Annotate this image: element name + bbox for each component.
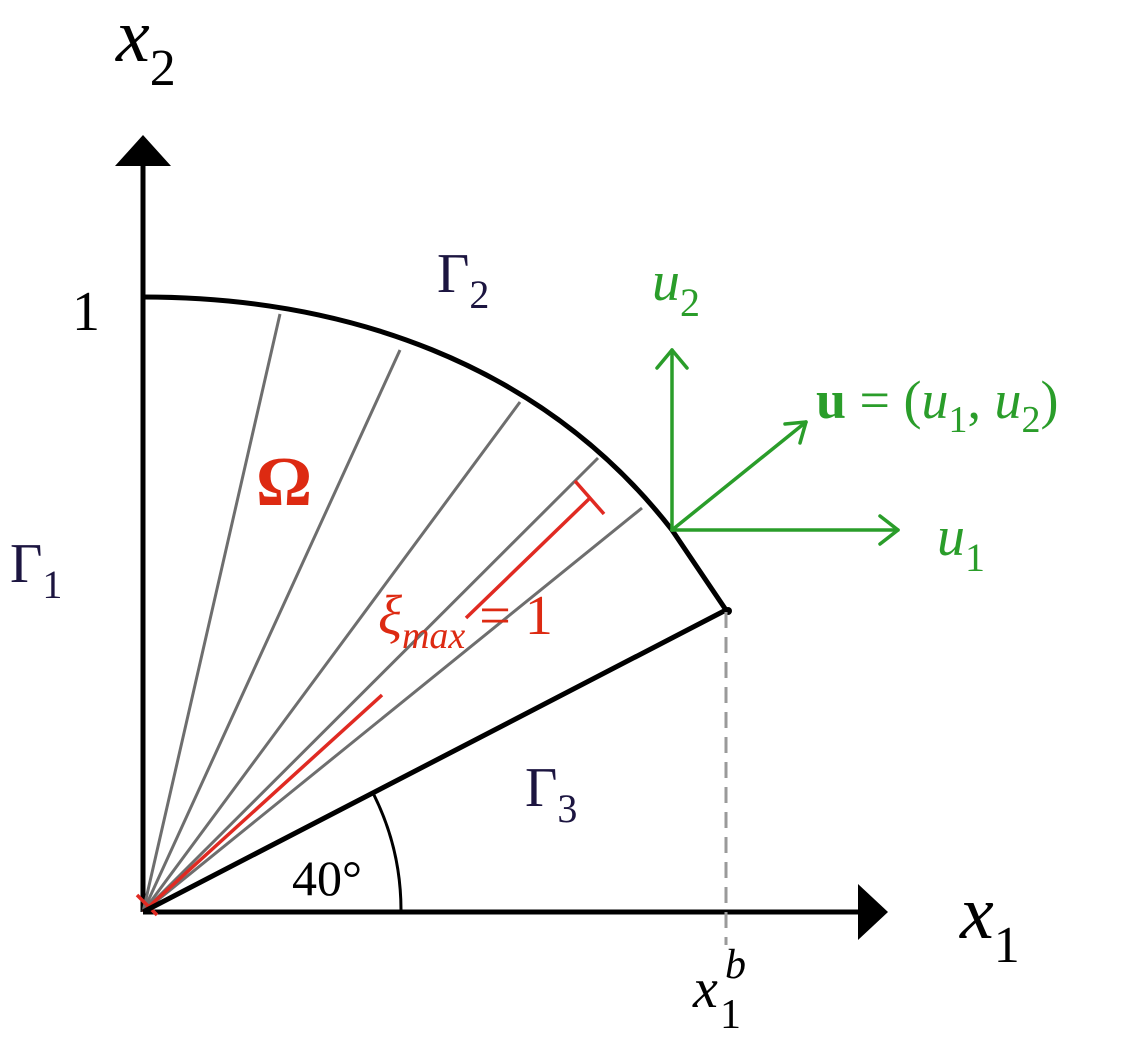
displacement-vectors [655, 348, 900, 546]
angle-arc [372, 794, 403, 913]
sector-boundary [141, 294, 729, 915]
x2-axis-label: x2 [115, 0, 176, 97]
radial-line [141, 349, 402, 913]
eq-u2-subscript: 2 [1021, 399, 1040, 441]
x1-axis-label: x1 [959, 871, 1020, 974]
radial-line [141, 401, 522, 913]
eq-close-paren: ) [1040, 370, 1058, 430]
eq-rest: = ( [846, 370, 921, 430]
radial-lines [141, 313, 643, 914]
x2-tick-label: 1 [72, 281, 100, 343]
eq-u1-subscript: 1 [948, 399, 967, 441]
x1b-label: x [692, 958, 718, 1020]
gamma2-symbol: Γ [437, 243, 469, 305]
x2-subscript: 2 [150, 40, 176, 97]
angle-label: 40° [292, 850, 362, 906]
eq-u2-symbol: u [994, 370, 1021, 430]
gamma3-subscript: 3 [557, 786, 577, 831]
gamma3-label: Γ3 [525, 757, 577, 831]
xi-symbol: ξ [378, 585, 402, 647]
u-vector-arrowhead [783, 420, 808, 445]
eq-comma: , [967, 370, 994, 430]
x1b-subscript: 1 [720, 992, 741, 1038]
u-bold: u [816, 370, 846, 430]
u-vector-arrow [670, 420, 808, 532]
x2-symbol: x [115, 0, 150, 78]
xi-subscript: max [402, 615, 465, 657]
x1-subscript: 1 [994, 917, 1020, 974]
radial-line [141, 313, 282, 913]
u1-label: u1 [937, 506, 985, 580]
x1-symbol: x [959, 871, 994, 955]
gamma1-label: Γ1 [10, 533, 62, 607]
gamma1-symbol: Γ [10, 533, 42, 595]
gamma2-label: Γ2 [437, 243, 489, 317]
u1-label-subscript: 1 [965, 535, 985, 580]
x1b-symbol: x [692, 958, 718, 1020]
radial-line [141, 456, 600, 914]
xi-max-line [135, 479, 606, 917]
u2-arrowhead [655, 348, 689, 370]
u2-label-subscript: 2 [680, 280, 700, 325]
radial-line [142, 506, 643, 914]
u1-label-symbol: u [937, 506, 965, 568]
x2-axis-arrowhead [115, 135, 171, 166]
gamma2-subscript: 2 [469, 272, 489, 317]
x1-axis-arrowhead [858, 884, 888, 940]
xi-max-label: ξmax = 1 [378, 585, 553, 657]
u2-label-symbol: u [652, 251, 680, 313]
gamma1-subscript: 1 [42, 562, 62, 607]
u2-label: u2 [652, 251, 700, 325]
eq-u1-symbol: u [921, 370, 948, 430]
u1-arrowhead [878, 514, 900, 546]
x1b-superscript: b [725, 942, 746, 988]
gamma3-symbol: Γ [525, 757, 557, 819]
domain-omega-label: Ω [256, 444, 312, 521]
displacement-equation: u = (u1, u2) [816, 370, 1058, 441]
xi-rest: = 1 [465, 585, 553, 647]
